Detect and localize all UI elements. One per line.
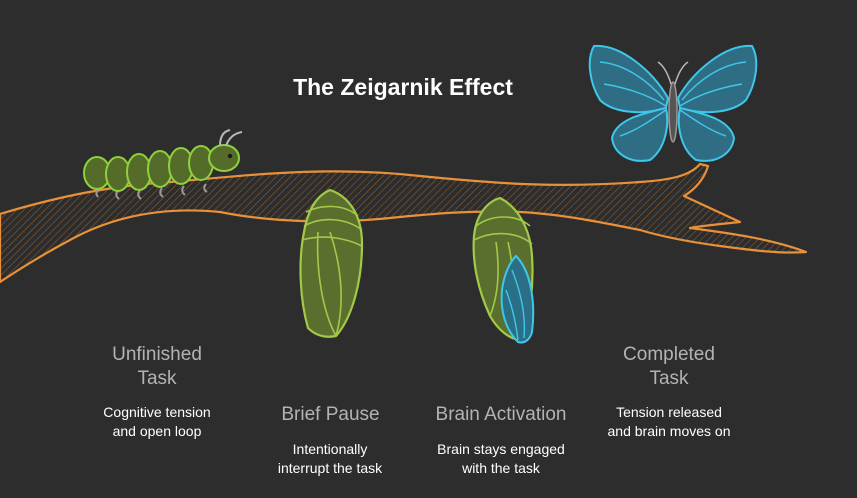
stage-4-description: Tension released and brain moves on xyxy=(594,403,744,441)
diagram-title: The Zeigarnik Effect xyxy=(0,74,806,101)
stage-1-heading: Unfinished Task xyxy=(92,343,222,391)
stage-3-description: Brain stays engaged with the task xyxy=(418,440,584,478)
stage-3-heading: Brain Activation xyxy=(420,403,582,427)
stage-4-heading: Completed Task xyxy=(604,343,734,391)
chrysalis-icon xyxy=(301,190,362,337)
stage-2-heading: Brief Pause xyxy=(258,403,403,427)
stage-1-description: Cognitive tension and open loop xyxy=(82,403,232,441)
emerging-chrysalis-icon xyxy=(474,198,534,343)
butterfly-icon xyxy=(590,46,757,161)
stage-2-description: Intentionally interrupt the task xyxy=(255,440,405,478)
